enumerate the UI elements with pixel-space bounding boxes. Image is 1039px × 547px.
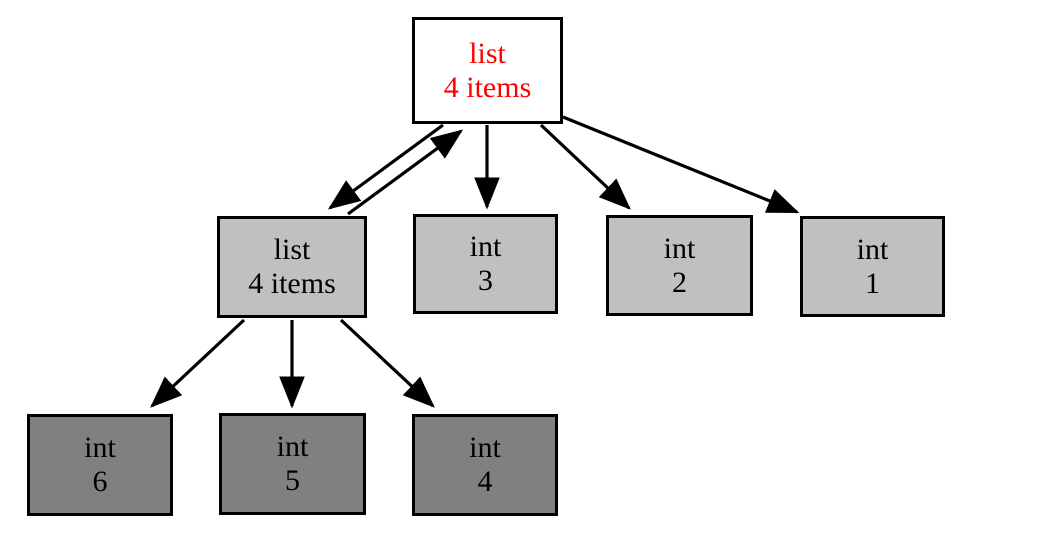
node-type-label: list <box>469 36 506 70</box>
node-int-5[interactable]: int 5 <box>219 413 366 515</box>
node-value-label: 4 items <box>248 267 336 300</box>
edge-inner-to-int4 <box>339 318 435 408</box>
node-int-4[interactable]: int 4 <box>412 414 558 516</box>
node-root-list[interactable]: list 4 items <box>412 17 563 124</box>
edge-root-to-int2 <box>539 123 631 210</box>
node-type-label: int <box>469 431 501 465</box>
node-value-label: 2 <box>672 265 687 299</box>
node-value-label: 6 <box>92 465 108 498</box>
edge-inner-to-root <box>347 129 464 216</box>
node-type-label: int <box>856 232 889 266</box>
node-type-label: int <box>663 231 696 265</box>
node-type-label: int <box>469 230 502 264</box>
edge-root-to-int1 <box>562 115 800 214</box>
node-value-label: 3 <box>478 264 493 297</box>
node-value-label: 1 <box>865 266 880 300</box>
node-value-label: 4 <box>477 465 493 498</box>
edge-inner-to-int6 <box>150 318 246 408</box>
node-type-label: int <box>276 430 309 464</box>
node-int-1[interactable]: int 1 <box>800 216 945 317</box>
node-type-label: int <box>84 431 116 465</box>
node-type-label: list <box>273 233 311 267</box>
node-int-6[interactable]: int 6 <box>27 414 173 516</box>
node-int-3[interactable]: int 3 <box>413 214 558 314</box>
node-int-2[interactable]: int 2 <box>606 215 753 316</box>
node-value-label: 4 items <box>443 70 532 104</box>
node-inner-list[interactable]: list 4 items <box>217 216 367 318</box>
node-value-label: 5 <box>285 464 300 497</box>
edge-root-to-inner <box>327 123 444 210</box>
